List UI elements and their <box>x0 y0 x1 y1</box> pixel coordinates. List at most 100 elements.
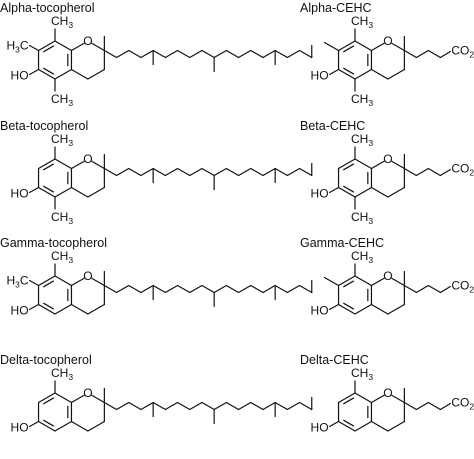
ring-bond <box>70 420 89 432</box>
molecule-beta-cehc: Beta-CEHCOHOCH3CH3CO2H <box>300 119 474 226</box>
carboxyethyl-chain <box>403 284 441 294</box>
molecule-delta-cehc: Delta-CEHCOHOCH3CO2H <box>300 353 474 435</box>
ring-bond <box>70 186 89 198</box>
ring-bond <box>37 303 56 315</box>
carboxyl-label: CO2H <box>451 396 474 412</box>
ring-oxygen: O <box>83 34 92 48</box>
hydroxyl-label: HO <box>311 187 329 201</box>
methyl-label: CH3 <box>51 366 73 382</box>
ring-bond <box>391 160 405 170</box>
ring-bond <box>54 303 73 315</box>
structure-name: Delta-CEHC <box>300 353 369 367</box>
hydroxyl-label: HO <box>11 304 29 318</box>
hydroxyl-bond <box>28 420 40 428</box>
carboxyethyl-chain <box>403 401 441 411</box>
ring-bond <box>354 158 373 170</box>
structure-name: Gamma-CEHC <box>300 236 384 250</box>
structure-name: Delta-tocopherol <box>0 353 92 367</box>
ring-oxygen: O <box>383 386 392 400</box>
ring-oxygen: O <box>83 152 92 166</box>
ring-bond <box>337 158 356 170</box>
carboxyl-bond <box>439 168 451 177</box>
methyl-label: H3C <box>6 274 28 290</box>
ring-bond <box>387 420 405 432</box>
ring-bond <box>37 158 56 170</box>
ring-bond <box>370 303 389 315</box>
methyl-label: CH3 <box>51 132 73 148</box>
ring-bond <box>91 42 105 52</box>
ring-bond <box>37 40 56 52</box>
ring-oxygen: O <box>83 386 92 400</box>
carboxyl-bond <box>439 402 451 411</box>
carboxyethyl-chain <box>403 167 441 177</box>
ring-bond <box>87 420 105 432</box>
ring-bond <box>87 68 105 80</box>
ring-bond <box>70 68 89 80</box>
ring-bond <box>370 277 385 287</box>
hydroxyl-label: HO <box>11 69 29 83</box>
ring-bond <box>70 303 89 315</box>
carboxyethyl-chain <box>403 49 441 59</box>
double-bond <box>43 67 55 75</box>
carboxyl-bond <box>439 285 451 294</box>
carboxyl-label: CO2H <box>451 279 474 295</box>
methyl-bond <box>28 44 40 52</box>
methyl-label: CH3 <box>51 92 73 108</box>
ring-bond <box>54 158 73 170</box>
hydroxyl-bond <box>328 68 340 76</box>
hydroxyl-label: HO <box>311 304 329 318</box>
double-bond <box>43 302 55 310</box>
ring-bond <box>354 420 373 432</box>
ring-bond <box>337 392 356 404</box>
methyl-label: CH3 <box>351 132 373 148</box>
ring-bond <box>337 68 356 80</box>
methyl-label: CH3 <box>51 249 73 265</box>
methyl-label: CH3 <box>351 366 373 382</box>
ring-bond <box>37 392 56 404</box>
double-bond <box>43 185 55 193</box>
ring-bond <box>370 186 389 198</box>
ring-bond <box>70 160 85 170</box>
phytyl-chain <box>103 167 313 177</box>
methyl-label: CH3 <box>351 249 373 265</box>
ring-bond <box>354 303 373 315</box>
hydroxyl-bond <box>328 420 340 428</box>
ring-bond <box>37 275 56 287</box>
ring-bond <box>54 68 73 80</box>
structure-name: Beta-CEHC <box>300 119 365 133</box>
double-bond <box>43 280 55 288</box>
double-bond <box>43 419 55 427</box>
hydroxyl-bond <box>28 186 40 194</box>
ring-bond <box>37 420 56 432</box>
ring-bond <box>354 275 373 287</box>
ring-bond <box>91 277 105 287</box>
ring-oxygen: O <box>383 152 392 166</box>
ring-bond <box>70 277 85 287</box>
double-bond <box>343 397 355 405</box>
ring-oxygen: O <box>383 269 392 283</box>
ring-bond <box>370 420 389 432</box>
ring-oxygen: O <box>383 34 392 48</box>
ring-bond <box>370 68 389 80</box>
ring-bond <box>337 303 356 315</box>
ring-bond <box>337 275 356 287</box>
ring-bond <box>70 394 85 404</box>
methyl-label: CH3 <box>51 14 73 30</box>
phytyl-chain <box>103 284 313 294</box>
ring-bond <box>337 420 356 432</box>
methyl-label: CH3 <box>51 210 73 226</box>
carboxyl-label: CO2H <box>451 44 474 60</box>
ring-bond <box>370 394 385 404</box>
ring-bond <box>354 392 373 404</box>
double-bond <box>343 45 355 53</box>
ring-bond <box>37 186 56 198</box>
ring-bond <box>87 186 105 198</box>
ring-bond <box>370 160 385 170</box>
hydroxyl-label: HO <box>11 187 29 201</box>
ring-oxygen: O <box>83 269 92 283</box>
double-bond <box>343 67 355 75</box>
